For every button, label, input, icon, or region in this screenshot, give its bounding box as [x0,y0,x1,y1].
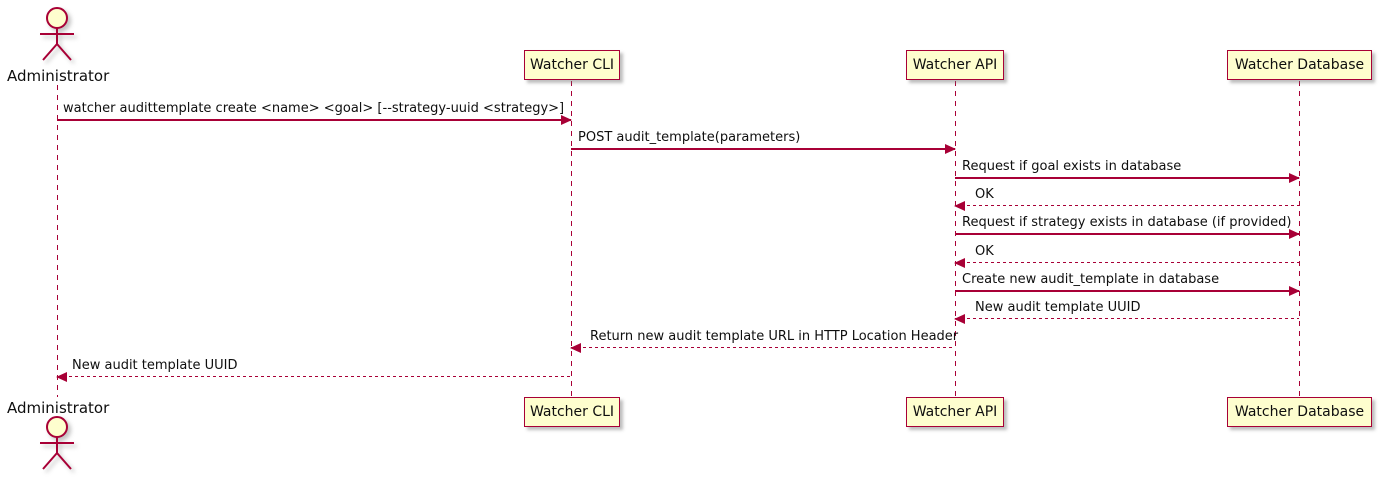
participant-box-watcher-database-bottom: Watcher Database [1227,397,1372,427]
message-label: Create new audit_template in database [962,272,1220,287]
arrowhead-left-icon [954,314,965,324]
actor-icon [40,416,74,470]
arrowhead-right-icon [1289,173,1300,183]
participant-label-watcher-cli: Watcher CLI [529,57,615,73]
lifeline-administrator [57,85,58,397]
message-label: Request if goal exists in database [962,159,1182,174]
message-arrow [954,314,1299,324]
participant-label-watcher-api: Watcher API [912,57,998,73]
message-label: Request if strategy exists in database (… [962,215,1292,230]
message-arrow [954,258,1299,268]
participant-box-watcher-cli-bottom: Watcher CLI [524,397,620,427]
participant-box-watcher-database-top: Watcher Database [1227,50,1372,80]
message-label: New audit template UUID [72,358,238,373]
arrowhead-right-icon [1289,286,1300,296]
arrowhead-left-icon [570,343,581,353]
participant-label-administrator-bottom: Administrator [7,399,110,417]
participant-label-watcher-database: Watcher Database [1234,404,1365,420]
arrowhead-left-icon [954,258,965,268]
arrowhead-left-icon [56,372,67,382]
message-label: OK [975,244,994,259]
lifeline-watcher-cli [571,81,572,397]
message-arrow [571,144,956,154]
message-arrow [56,372,571,382]
participant-box-watcher-api-top: Watcher API [906,50,1004,80]
message-arrow [955,286,1300,296]
message-arrow [955,173,1300,183]
arrowhead-right-icon [561,115,572,125]
message-arrow [570,343,955,353]
actor-icon [40,7,74,61]
message-arrow [955,229,1300,239]
message-arrow [954,201,1299,211]
arrowhead-right-icon [1289,229,1300,239]
arrowhead-left-icon [954,201,965,211]
message-label: Return new audit template URL in HTTP Lo… [590,329,959,344]
participant-label-watcher-api: Watcher API [912,404,998,420]
lifeline-watcher-api [955,81,956,397]
message-arrow [57,115,572,125]
participant-box-watcher-api-bottom: Watcher API [906,397,1004,427]
message-label: POST audit_template(parameters) [578,130,801,145]
participant-box-watcher-cli-top: Watcher CLI [524,50,620,80]
participant-label-watcher-cli: Watcher CLI [529,404,615,420]
lifeline-watcher-database [1299,81,1300,397]
participant-label-administrator-top: Administrator [7,67,110,85]
message-label: OK [975,187,994,202]
arrowhead-right-icon [945,144,956,154]
message-label: watcher audittemplate create <name> <goa… [63,101,565,116]
participant-label-watcher-database: Watcher Database [1234,57,1365,73]
message-label: New audit template UUID [975,300,1141,315]
